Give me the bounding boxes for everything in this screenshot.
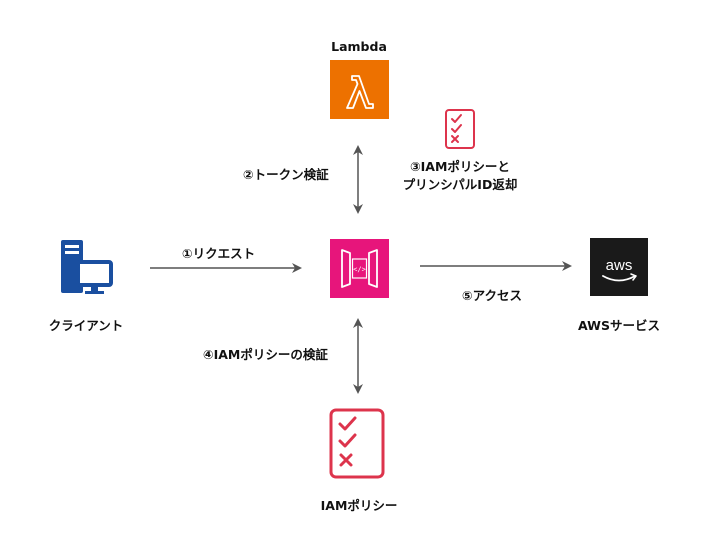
access-label: ⑤アクセス [462, 288, 522, 303]
iam-policy-icon [329, 408, 385, 479]
return-policy-label: ③IAMポリシーと プリンシパルID返却 [403, 158, 518, 194]
lambda-label: Lambda [331, 39, 387, 54]
aws-services-label: AWSサービス [578, 318, 660, 333]
client-label: クライアント [48, 318, 124, 333]
svg-text:</>: </> [353, 266, 366, 274]
api-gateway-icon: </> [330, 239, 389, 298]
request-label: ①リクエスト [182, 246, 256, 261]
policy-verify-label: ④IAMポリシーの検証 [203, 347, 328, 362]
iam-policy-small-icon [445, 109, 475, 149]
token-verify-label: ②トークン検証 [243, 167, 329, 182]
aws-services-icon: aws [590, 238, 648, 296]
client-computer-icon [61, 240, 113, 294]
lambda-icon [330, 60, 389, 119]
iam-policy-label: IAMポリシー [320, 498, 398, 513]
return-policy-label-line2: プリンシパルID返却 [402, 177, 518, 192]
return-policy-label-line1: ③IAMポリシーと [410, 159, 510, 174]
aws-logo-text: aws [606, 257, 633, 274]
